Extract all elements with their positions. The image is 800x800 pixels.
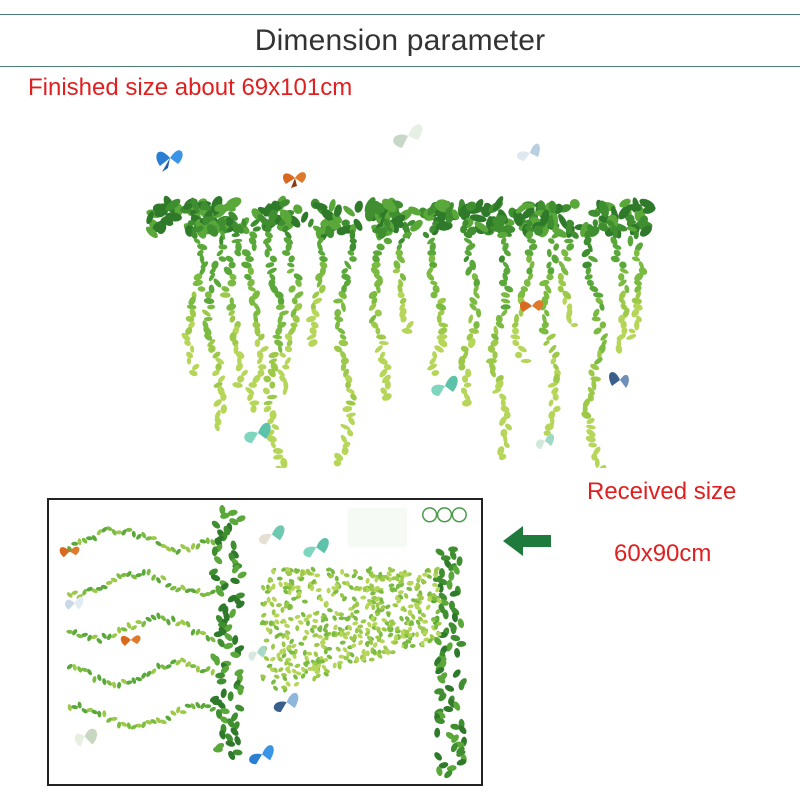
vine-strands [181, 218, 648, 468]
butterfly-icon [248, 645, 267, 661]
butterfly-icon [249, 745, 274, 765]
certification-badges [422, 507, 467, 523]
butterfly-icon [244, 422, 271, 443]
arrow-left-icon [503, 526, 551, 556]
received-size-value: 60x90cm [614, 540, 712, 567]
butterfly-icon [258, 525, 285, 545]
butterfly-icon [609, 372, 629, 388]
butterfly-icon [431, 375, 458, 396]
butterfly-icon [120, 635, 141, 646]
header-rule-top [0, 14, 800, 15]
butterfly-icon [536, 433, 555, 449]
butterfly-icon [273, 692, 299, 713]
butterfly-icon [393, 124, 423, 148]
vine-top-bar [145, 195, 656, 241]
butterfly-icon [303, 538, 329, 558]
page-title: Dimension parameter [254, 24, 546, 57]
received-product-sample [47, 498, 483, 786]
butterfly-icon [519, 300, 543, 312]
finished-size-label: Finished size about 69x101cm [28, 74, 353, 101]
butterfly-icon [74, 728, 98, 747]
hanging-vine-illustration [145, 124, 656, 468]
butterfly-icon [516, 143, 540, 161]
butterfly-icon [156, 150, 183, 172]
butterfly-icon [65, 596, 84, 610]
sticker-sheet-illustration [59, 504, 467, 779]
header-rule-bottom [0, 66, 800, 67]
butterfly-icon [282, 172, 306, 188]
received-size-label: Received size [587, 478, 737, 505]
butterfly-icon [59, 546, 80, 558]
thumbnail-preview [347, 507, 407, 548]
